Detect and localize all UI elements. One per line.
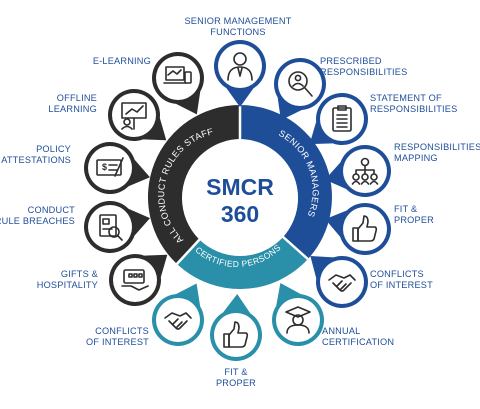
handshake-icon: [328, 274, 356, 292]
item-label-line: CONFLICTS: [370, 269, 424, 279]
item-label-line: RESPONSIBILITIES: [394, 142, 480, 152]
center-disc: [182, 140, 298, 256]
item-label-line: CONFLICTS: [95, 326, 149, 336]
pin-face: [88, 146, 132, 190]
manager-icon: [227, 52, 253, 81]
pin-face: [343, 207, 387, 251]
center-title: SMCR: [206, 174, 274, 200]
pin-4: [325, 203, 391, 256]
item-label-line: ATTESTATIONS: [1, 155, 71, 165]
cheque-icon: $: [96, 157, 124, 177]
pin-face: [214, 313, 258, 357]
item-label-line: CERTIFICATION: [322, 337, 394, 347]
item-label-line: LEARNING: [48, 104, 97, 114]
item-label-line: STATEMENT OF: [370, 93, 442, 103]
pin-face: [276, 298, 320, 342]
gift-card-icon: [121, 269, 149, 291]
item-label-line: OFFLINE: [57, 93, 97, 103]
pin-1: [273, 57, 326, 121]
svg-text:$: $: [102, 162, 107, 172]
magnifier-person-icon: [288, 71, 313, 97]
pin-11: $: [83, 142, 150, 195]
item-label-line: SENIOR MANAGEMENT: [184, 16, 291, 26]
item-label-4: FIT &PROPER: [394, 204, 434, 225]
devices-icon: [163, 66, 192, 84]
item-label-line: CONDUCT: [28, 205, 76, 215]
item-label-line: PROPER: [394, 215, 434, 225]
presentation-icon: [121, 102, 147, 130]
item-label-line: MAPPING: [394, 153, 438, 163]
center-number: 360: [221, 201, 259, 227]
pin-0: [214, 40, 266, 107]
pin-2: [309, 93, 368, 146]
senior-managers-segment: [240, 105, 332, 260]
item-label-9: GIFTS &HOSPITALITY: [37, 269, 98, 290]
pins-layer: $: [83, 40, 391, 362]
pin-face: [112, 93, 156, 137]
item-label-line: OF INTEREST: [86, 337, 149, 347]
item-label-line: PROPER: [216, 378, 256, 388]
pin-12: [107, 89, 167, 142]
pin-10: [83, 200, 151, 253]
org-chart-icon: [351, 157, 379, 185]
item-label-line: OF INTEREST: [370, 280, 433, 290]
thumbs-up-icon: [223, 321, 249, 348]
item-label-line: E-LEARNING: [93, 56, 151, 66]
certified-persons-segment: [177, 237, 308, 290]
graduate-icon: [285, 306, 311, 334]
pin-face: [88, 205, 132, 249]
thumbs-up-icon: [352, 215, 378, 242]
item-label-7: FIT &PROPER: [216, 367, 256, 388]
item-label-line: FIT &: [394, 204, 417, 214]
pin-face: [156, 56, 200, 100]
pin-5: [310, 255, 368, 309]
item-label-line: PRESCRIBED: [320, 56, 382, 66]
handshake-icon: [164, 312, 192, 330]
item-label-line: RESPONSIBILITIES: [320, 67, 407, 77]
item-label-line: GIFTS &: [61, 269, 98, 279]
pin-3: [324, 144, 391, 197]
segment-dividers: [174, 103, 311, 267]
item-label-line: ANNUAL: [322, 326, 360, 336]
pin-9: [108, 254, 168, 307]
pin-8: [151, 283, 204, 346]
all-conduct-rules-staff-segment: [147, 105, 240, 265]
pin-face: [218, 44, 262, 88]
item-label-line: RESPONSIBILITIES: [370, 104, 457, 114]
pin-6: [272, 282, 325, 347]
item-label-line: HOSPITALITY: [37, 280, 98, 290]
pin-face: [113, 258, 157, 302]
item-label-line: POLICY: [36, 144, 71, 154]
item-label-line: RULE BREACHES: [0, 216, 75, 226]
item-label-13: E-LEARNING: [93, 56, 151, 66]
report-search-icon: [99, 214, 123, 241]
pin-7: [210, 294, 263, 362]
clipboard-icon: [332, 105, 352, 132]
item-label-line: FIT &: [224, 367, 247, 377]
item-label-line: FUNCTIONS: [210, 27, 265, 37]
pin-13: [151, 51, 204, 115]
